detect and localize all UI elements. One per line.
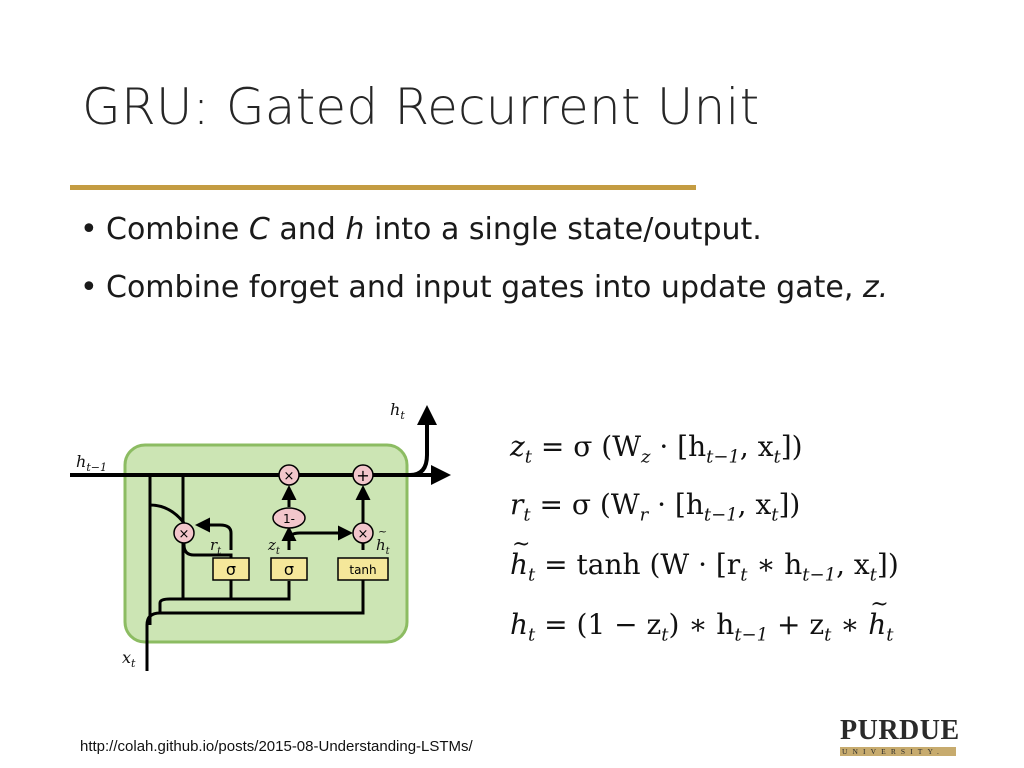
bullet-item: •Combine forget and input gates into upd…: [80, 266, 888, 324]
label-h-prev: ht−1: [76, 452, 107, 474]
bullet-item: •Combine C and h into a single state/out…: [80, 208, 888, 266]
svg-text:×: ×: [179, 527, 190, 542]
label-z: zt: [267, 536, 281, 557]
svg-text:σ: σ: [284, 560, 294, 579]
bullet-list: •Combine C and h into a single state/out…: [80, 208, 888, 324]
equation-reset-gate: rt = σ (Wr · [ht−1, xt]): [510, 488, 801, 526]
svg-text:σ: σ: [226, 560, 236, 579]
multiply-op-top: ×: [278, 464, 300, 486]
svg-text:tanh: tanh: [349, 563, 376, 577]
svg-text:+: +: [356, 466, 369, 485]
sigma-gate-r: σ: [212, 557, 250, 581]
slide-title: GRU: Gated Recurrent Unit: [82, 78, 760, 136]
source-link[interactable]: http://colah.github.io/posts/2015-08-Und…: [80, 738, 473, 755]
sigma-gate-z: σ: [270, 557, 308, 581]
label-r: rt: [210, 536, 222, 557]
bullet-dot: •: [80, 270, 98, 305]
svg-text:×: ×: [284, 469, 295, 484]
multiply-op-htilde: ×: [352, 522, 374, 544]
svg-text:×: ×: [358, 527, 369, 542]
svg-text:1-: 1-: [283, 512, 295, 526]
purdue-logo: PURDUE UNIVERSITY.: [840, 717, 960, 756]
logo-wordmark: PURDUE: [840, 715, 960, 746]
bullet-dot: •: [80, 212, 98, 247]
label-h-tilde: ht: [376, 536, 391, 557]
gru-diagram: × × + × 1- σ σ tanh ht ht−1 xt rt zt ht …: [70, 400, 451, 671]
multiply-op-r: ×: [173, 522, 195, 544]
tanh-gate: tanh: [337, 557, 389, 581]
add-op: +: [352, 464, 374, 486]
svg-text:~: ~: [378, 525, 387, 538]
equation-update-gate: zt = σ (Wz · [ht−1, xt]): [510, 430, 803, 468]
equation-hidden-state: ht = (1 − zt) ∗ ht−1 + zt ∗ ht: [510, 592, 893, 646]
label-x-in: xt: [122, 648, 136, 670]
logo-subtitle: UNIVERSITY.: [840, 747, 956, 756]
equation-candidate-state: ht = tanh (W · [rt ∗ ht−1, xt]): [510, 532, 899, 586]
gru-cell: [123, 443, 409, 644]
label-h-out: ht: [390, 400, 405, 422]
one-minus-op: 1-: [272, 507, 306, 529]
title-underline: [70, 185, 696, 190]
